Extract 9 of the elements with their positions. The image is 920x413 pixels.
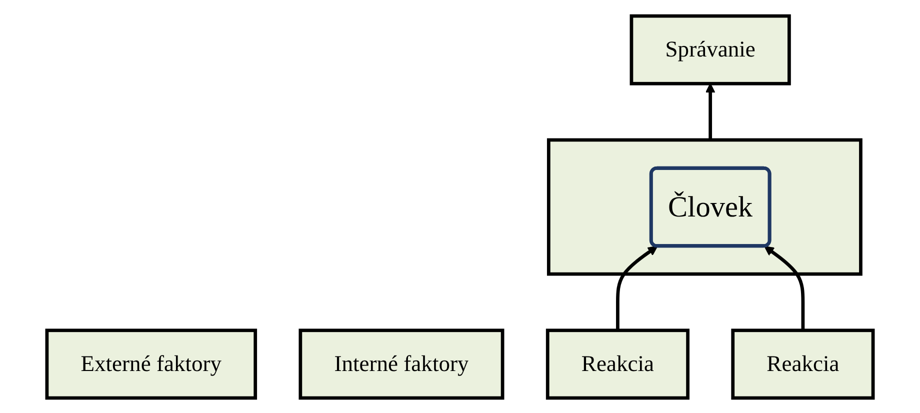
node-box: Reakcia — [546, 328, 690, 400]
cluster — [546, 138, 862, 276]
arrow — [616, 245, 658, 330]
arrow — [764, 245, 805, 330]
node-box: Interné faktory — [298, 328, 504, 400]
arrow — [705, 82, 716, 140]
node-box: Správanie — [630, 14, 791, 85]
node-box: Reakcia — [731, 328, 875, 400]
node-box: Externé faktory — [45, 328, 258, 400]
